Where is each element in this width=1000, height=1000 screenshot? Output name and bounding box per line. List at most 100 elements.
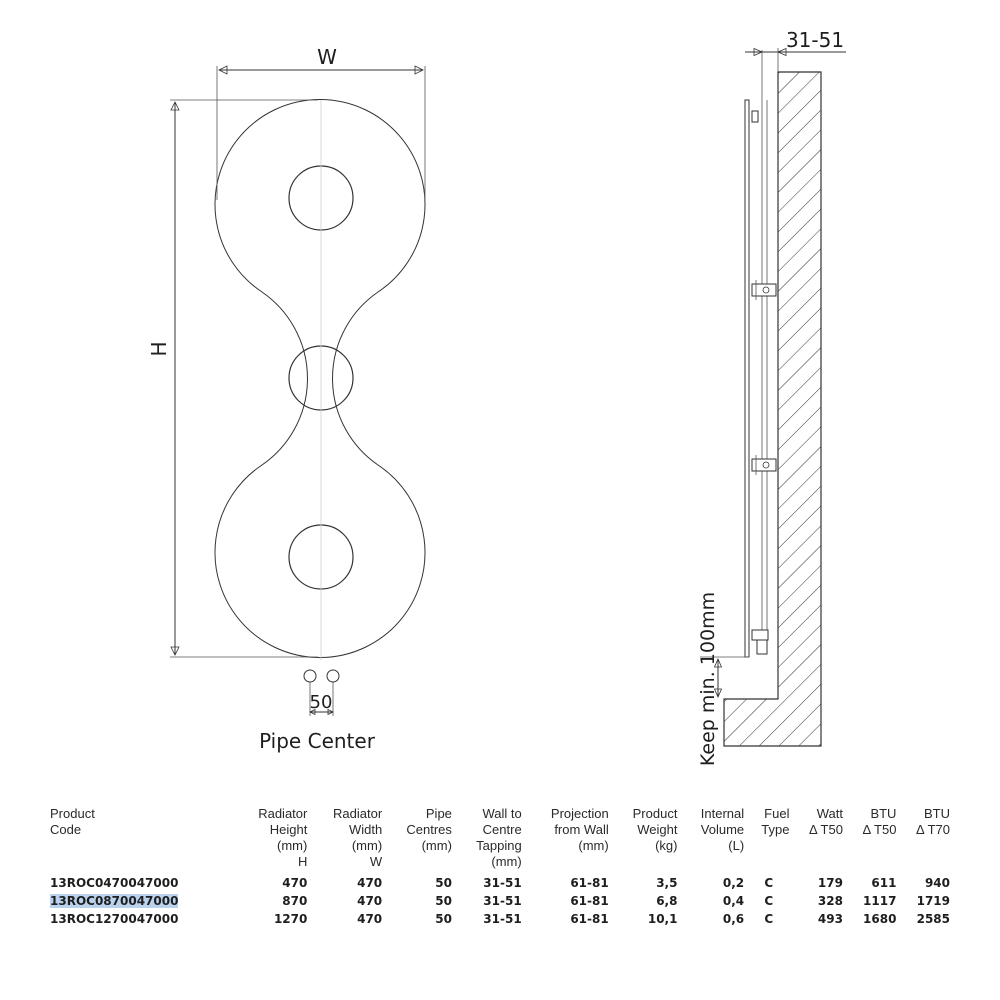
floor-clearance-label: Keep min. 100mm (697, 592, 719, 766)
cell-text: 470 (357, 876, 383, 890)
table-cell-wall: 31-51 (454, 891, 524, 909)
cell-text: 1719 (916, 894, 950, 908)
cell-text: 0,4 (722, 894, 745, 908)
height-dimension: H (147, 99, 318, 658)
table-cell-wall: 31-51 (454, 873, 524, 891)
column-header-line: Tapping (476, 838, 522, 853)
table-cell-volume: 0,2 (679, 873, 746, 891)
column-header-line: (mm) (491, 854, 522, 869)
table-cell-fuel: C (746, 891, 791, 909)
table-cell-width: 470 (309, 891, 384, 909)
table-cell-code: 13ROC0470047000 (48, 873, 235, 891)
table-cell-fuel: C (746, 909, 791, 927)
table-cell-btu70: 940 (898, 873, 952, 891)
table-cell-volume: 0,4 (679, 891, 746, 909)
cell-text: 31-51 (483, 894, 522, 908)
pipe-spacing-label: 50 (310, 692, 333, 713)
column-header-line: (mm) (351, 838, 383, 853)
cell-text: 61-81 (570, 894, 609, 908)
table-cell-watt50: 328 (791, 891, 844, 909)
column-header-line: Type (761, 822, 790, 837)
selected-code-text[interactable]: 13ROC0870047000 (50, 894, 179, 908)
table-cell-pipe: 50 (384, 873, 454, 891)
column-header-line: Centre (482, 822, 522, 837)
column-header-line: Width (348, 822, 383, 837)
table-cell-wall: 31-51 (454, 909, 524, 927)
table-cell-width: 470 (309, 909, 384, 927)
column-header-line: Pipe (425, 806, 452, 821)
cell-text: 0,2 (722, 876, 745, 890)
pipe-left (303, 669, 317, 683)
table-cell-fuel: C (746, 873, 791, 891)
table-cell-height: 870 (235, 891, 310, 909)
valve (700, 629, 769, 658)
cell-text: 50 (435, 876, 452, 890)
width-label: W (317, 45, 337, 69)
height-label: H (147, 341, 171, 356)
front-view: W H 50 Pipe Center (147, 45, 426, 753)
cell-text: 328 (817, 894, 843, 908)
table-cell-volume: 0,6 (679, 909, 746, 927)
wall-gap-label: 31-51 (786, 28, 844, 52)
cell-text: 31-51 (483, 876, 522, 890)
table-cell-btu70: 2585 (898, 909, 952, 927)
table-cell-height: 470 (235, 873, 310, 891)
column-header-line: Δ T50 (808, 822, 843, 837)
cell-text: 179 (817, 876, 843, 890)
technical-drawing: W H 50 Pipe Center (147, 28, 846, 766)
cell-text: 870 (282, 894, 308, 908)
cell-text: 611 (871, 876, 897, 890)
wall-bracket-lower (751, 455, 777, 475)
wall-bracket-upper (751, 280, 777, 300)
column-header-line: (L) (728, 838, 745, 853)
column-header-line: BTU (924, 806, 950, 821)
table-cell-projection: 61-81 (524, 891, 611, 909)
cell-text: 10,1 (647, 912, 678, 926)
cell-text: 6,8 (656, 894, 678, 908)
table-cell-btu50: 611 (845, 873, 898, 891)
cell-text: C (764, 912, 774, 926)
cell-text: 1117 (863, 894, 897, 908)
table-cell-watt50: 493 (791, 909, 844, 927)
column-header-line: Volume (700, 822, 745, 837)
table-cell-pipe: 50 (384, 909, 454, 927)
column-header-line: Height (269, 822, 308, 837)
column-header-line: (mm) (277, 838, 308, 853)
cell-text: 1270 (273, 912, 308, 926)
table-cell-code: 13ROC1270047000 (48, 909, 235, 927)
table-cell-weight: 10,1 (611, 909, 680, 927)
table-cell-pipe: 50 (384, 891, 454, 909)
side-view: 31-51 Keep min. 100mm (697, 28, 846, 766)
cell-text: C (764, 876, 774, 890)
pipe-centers: 50 Pipe Center (259, 669, 376, 753)
column-header-line: Radiator (258, 806, 308, 821)
cell-text: 31-51 (483, 912, 522, 926)
table-cell-projection: 61-81 (524, 909, 611, 927)
cell-text: C (764, 894, 774, 908)
table-cell-projection: 61-81 (524, 873, 611, 891)
table-cell-weight: 3,5 (611, 873, 680, 891)
column-header-line: Product (50, 806, 95, 821)
cell-text: 470 (357, 894, 383, 908)
top-bracket (751, 110, 759, 123)
table-cell-height: 1270 (235, 909, 310, 927)
column-header-line: BTU (870, 806, 897, 821)
column-header-line: Projection (550, 806, 609, 821)
column-header-line: H (297, 854, 308, 869)
cell-text: 0,6 (722, 912, 745, 926)
column-header-line: (kg) (655, 838, 678, 853)
cell-text: 3,5 (656, 876, 678, 890)
